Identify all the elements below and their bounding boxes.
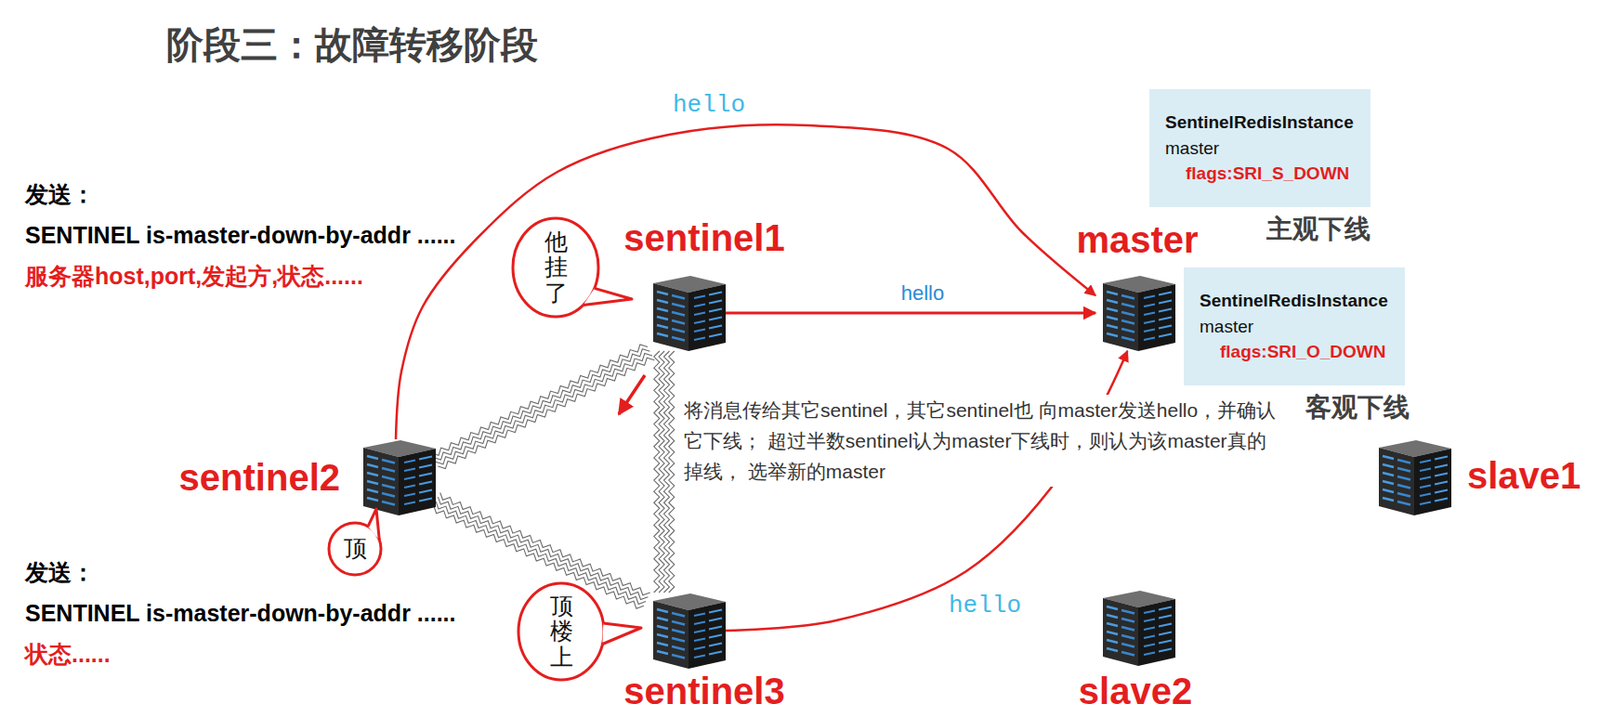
struct-name: SentinelRedisInstance (1165, 109, 1354, 136)
bubble-text-holder: 他挂了 (511, 216, 601, 319)
send-heading: 发送： (25, 559, 95, 587)
speech-bubble: 顶楼上 (516, 581, 606, 682)
struct-name: SentinelRedisInstance (1199, 288, 1389, 315)
hello-arrow (725, 312, 1096, 315)
message-label: hello (901, 282, 945, 305)
explanation-note: 将消息传给其它sentinel，其它sentinel也 向master发送hel… (683, 394, 1279, 487)
instance-role: master (1199, 314, 1389, 341)
speech-text: 顶楼上 (550, 593, 574, 671)
sentinel-server: sentinel1 (645, 275, 726, 352)
command-text: SENTINEL is-master-down-by-addr ...... (25, 222, 457, 250)
server-icon (355, 439, 436, 516)
server-icon (645, 275, 726, 352)
server-name: master (1075, 221, 1198, 259)
state-flag: flags:SRI_S_DOWN (1185, 160, 1354, 187)
slave-server: slave1 (1371, 439, 1452, 516)
payload-note: 状态...... (25, 641, 111, 669)
server-icon (1095, 590, 1176, 667)
sentinel-server: sentinel3 (645, 592, 726, 669)
master-server: master (1095, 275, 1176, 352)
command-text: SENTINEL is-master-down-by-addr ...... (25, 600, 457, 628)
speech-text: 顶 (343, 536, 368, 563)
connector-group (395, 124, 1128, 631)
speech-bubble: 顶 (327, 521, 383, 578)
server-name: slave2 (1078, 672, 1193, 710)
state-caption: 客观下线 (1305, 393, 1410, 423)
send-heading: 发送： (25, 181, 95, 209)
server-name: sentinel2 (179, 459, 341, 497)
state-caption: 主观下线 (1266, 214, 1371, 245)
instance-state-box: SentinelRedisInstancemasterflags:SRI_S_D… (1149, 89, 1371, 208)
sentinel-link-band (431, 344, 655, 470)
speech-bubble: 他挂了 (511, 216, 601, 319)
state-flag: flags:SRI_O_DOWN (1219, 339, 1389, 366)
message-label: hello (948, 593, 1022, 618)
hello-arrow (395, 124, 1096, 440)
relay-arrow (618, 375, 645, 415)
instance-state-box: SentinelRedisInstancemasterflags:SRI_O_D… (1183, 267, 1405, 386)
payload-note: 服务器host,port,发起方,状态...... (25, 262, 364, 290)
hello-arrow (725, 351, 1128, 631)
bubble-text-holder: 顶楼上 (516, 581, 606, 682)
slave-server: slave2 (1095, 590, 1176, 667)
server-icon (1371, 439, 1452, 516)
sentinel-link-band (654, 351, 675, 593)
server-icon (1095, 275, 1176, 352)
message-label: hello (672, 92, 746, 118)
sentinel-server: sentinel2 (355, 439, 436, 516)
slide-title: 阶段三：故障转移阶段 (166, 23, 538, 66)
speech-text: 他挂了 (544, 229, 568, 307)
server-name: slave1 (1467, 457, 1581, 495)
server-icon (645, 592, 726, 669)
bubble-text-holder: 顶 (327, 521, 383, 578)
server-name: sentinel3 (623, 672, 785, 710)
instance-role: master (1165, 135, 1354, 162)
server-name: sentinel1 (623, 219, 785, 257)
